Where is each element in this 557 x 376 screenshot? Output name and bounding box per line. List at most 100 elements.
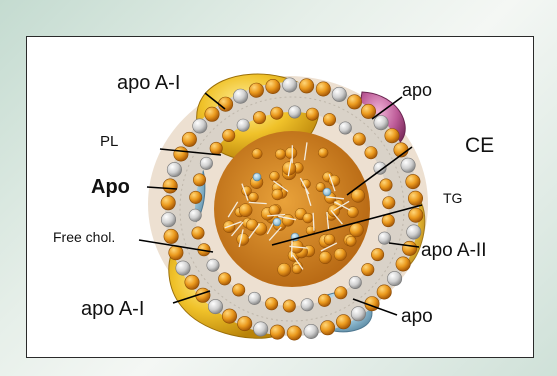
lipid-head [161,196,175,210]
free-cholesterol-dot [323,188,331,196]
lipid-head [283,300,295,312]
lipid-head [271,107,283,119]
lipid-head [222,309,236,323]
lipid-head [409,208,423,222]
lipid-head [378,232,390,244]
lipid-head [270,325,284,339]
lipid-head [207,259,219,271]
lipid-head [254,322,268,336]
lipid-head [233,284,245,296]
lipid-head [223,129,235,141]
lipid-head [361,104,375,118]
core-lipid [270,171,280,181]
lipid-head [401,158,415,172]
label-apo-a2: apo A-II [421,241,487,260]
lipid-head [320,321,334,335]
lipid-head [347,95,361,109]
core-lipid [239,204,252,217]
lipid-head [176,261,190,275]
lipid-head [332,87,346,101]
lipid-head [335,287,347,299]
ester-chain [313,213,314,231]
lipid-head [205,107,219,121]
lipid-head [318,294,330,306]
lipid-head [200,157,212,169]
lipid-head [193,119,207,133]
core-lipid [237,233,249,245]
core-lipid [318,148,328,158]
lipid-head [163,179,177,193]
label-ce: CE [465,135,494,156]
lipid-head [323,113,335,125]
free-cholesterol-dot [253,173,261,181]
lipid-head [248,292,260,304]
core-lipid [282,214,294,226]
lipid-head [190,191,202,203]
lipid-head [193,174,205,186]
lipid-head [306,108,318,120]
lipid-head [316,82,330,96]
label-free-chol: Free chol. [53,230,115,244]
core-lipid [324,234,335,245]
core-lipid [272,189,283,200]
lipid-head [371,248,383,260]
core-lipid [334,248,346,260]
core-lipid [350,223,364,237]
lipid-head [407,225,421,239]
lipid-head [219,273,231,285]
lipid-head [182,132,196,146]
core-lipid [278,263,291,276]
lipid-head [374,116,388,130]
core-lipid [303,213,313,223]
lipid-head [365,147,377,159]
free-cholesterol-dot [273,218,281,226]
diagram-panel: apo A-I apo PL CE Apo TG Free chol. apo … [26,36,534,358]
core-lipid [252,149,262,159]
core-lipid [347,207,358,218]
label-apo-a1-top: apo A-I [117,73,180,93]
lipid-head [385,129,399,143]
lipid-head [304,324,318,338]
lipid-head [402,241,416,255]
lipid-head [289,106,301,118]
lipid-head [387,271,401,285]
lipid-head [189,209,201,221]
lipid-head [265,298,277,310]
lipid-head [396,257,410,271]
lipid-head [237,119,249,131]
core-lipid [249,192,259,202]
lipid-head [408,191,422,205]
label-apo-top-right: apo [402,81,432,99]
core-lipid [285,147,297,159]
label-pl: PL [100,134,118,149]
lipid-head [382,214,394,226]
lipid-head [301,299,313,311]
lipid-head [380,179,392,191]
lipid-head [283,78,297,92]
lipid-head [233,89,247,103]
lipid-head [238,316,252,330]
lipid-head [161,213,175,227]
label-apo-a1-bottom: apo A-I [81,299,144,319]
label-tg: TG [443,191,462,205]
label-apo-bottom-right: apo [401,307,433,326]
lipid-head [266,79,280,93]
lipid-head [164,229,178,243]
core-lipid [346,236,356,246]
lipid-head [287,326,301,340]
lipid-head [349,276,361,288]
lipid-head [169,246,183,260]
lipid-head [249,83,263,97]
lipid-head [299,79,313,93]
ester-chain [292,239,293,257]
lipid-head [174,147,188,161]
lipid-head [336,315,350,329]
lipid-head [362,263,374,275]
lipid-head [377,285,391,299]
core-lipid [269,205,280,216]
lipid-head [253,111,265,123]
lipid-head [339,122,351,134]
lipid-head [192,227,204,239]
label-apo-bold: Apo [91,177,130,197]
